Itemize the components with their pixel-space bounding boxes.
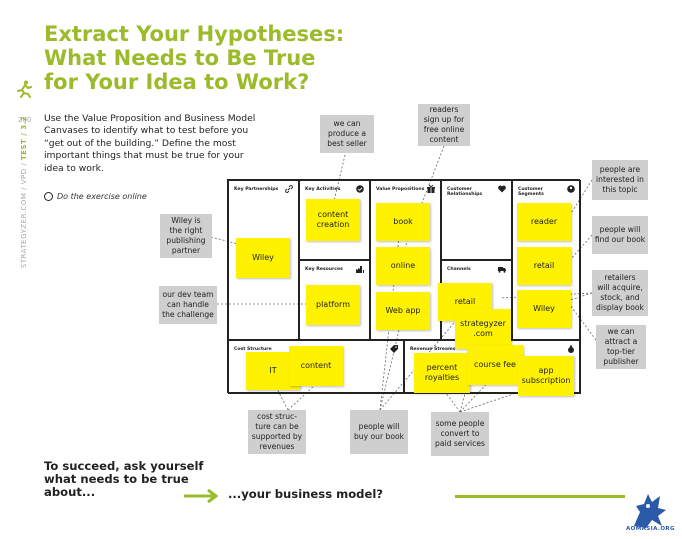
block-label: Value Propositions	[376, 187, 425, 192]
block-customer-segments: Customer Segments	[512, 180, 581, 340]
block-key-resources: Key Resources	[299, 260, 370, 340]
block-cost-structure: Cost Structure	[228, 340, 404, 394]
note-convert[interactable]: some people convert to paid services	[431, 412, 489, 456]
power-icon	[44, 192, 53, 201]
title-line-1: Extract Your Hypotheses:	[44, 22, 345, 46]
sticky-book[interactable]: book	[376, 203, 430, 241]
footer-prompt: To succeed, ask yourself what needs to b…	[44, 459, 204, 499]
note-dev-team[interactable]: our dev team can handle the challenge	[159, 286, 217, 324]
block-label: Key Partnerships	[234, 187, 279, 192]
block-label: Customer Relationships	[447, 187, 483, 197]
note-readers-signup[interactable]: readers sign up for free online content	[418, 104, 470, 146]
checkmark-icon	[356, 185, 364, 193]
title-line-3: for Your Idea to Work?	[44, 70, 310, 94]
block-key-partnerships: Key Partnerships	[228, 180, 299, 340]
footer-question: ...your business model?	[228, 487, 384, 501]
block-label: Channels	[447, 267, 471, 272]
online-exercise-label: Do the exercise online	[57, 192, 147, 201]
sticky-wiley-segment[interactable]: Wiley	[517, 290, 571, 328]
sticky-content[interactable]: content	[289, 346, 343, 386]
note-wiley-partner[interactable]: Wiley is the right publishing partner	[160, 214, 212, 258]
link-icon	[285, 185, 293, 193]
note-find-book[interactable]: people will find our book	[592, 216, 648, 254]
note-interested[interactable]: people are interested in this topic	[592, 160, 648, 200]
heart-icon	[498, 185, 506, 193]
block-label: Key Activities	[305, 187, 341, 192]
running-person-icon	[17, 80, 32, 98]
note-publisher[interactable]: we can attract a top-tier publisher	[596, 325, 646, 369]
griffin-logo-icon	[634, 494, 666, 528]
title-line-2: What Needs to Be True	[44, 46, 316, 70]
sticky-app-subscription[interactable]: app subscription	[518, 356, 574, 396]
sticky-wiley-partner[interactable]: Wiley	[236, 238, 290, 278]
note-retailers[interactable]: retailers will acquire, stock, and displ…	[592, 270, 648, 316]
page-number: 200	[18, 116, 32, 124]
block-label: Revenue Streams	[410, 347, 456, 352]
sticky-platform[interactable]: platform	[306, 285, 360, 325]
block-value-propositions: Value Propositions	[370, 180, 441, 340]
sticky-strategyzer[interactable]: strategyzer .com	[455, 309, 511, 349]
block-key-activities: Key Activities	[299, 180, 370, 260]
footer-divider	[455, 495, 625, 498]
arrow-right-icon	[184, 489, 219, 503]
note-cost-structure[interactable]: cost struc- ture can be supported by rev…	[248, 410, 306, 454]
sticky-reader[interactable]: reader	[517, 203, 571, 241]
tag-icon	[390, 345, 398, 353]
sticky-online[interactable]: online	[376, 247, 430, 285]
sticky-content-creation[interactable]: content creation	[306, 199, 360, 241]
note-buy-book[interactable]: people will buy our book	[350, 410, 408, 454]
logo-text: AOMASIA.ORG	[626, 526, 675, 532]
block-label: Customer Segments	[518, 187, 544, 197]
sticky-retail-segment[interactable]: retail	[517, 247, 571, 285]
block-label: Cost Structure	[234, 347, 272, 352]
person-icon	[567, 185, 575, 193]
money-bag-icon	[568, 345, 574, 353]
block-customer-relationships: Customer Relationships	[441, 180, 512, 260]
sticky-course-fee[interactable]: course fee	[467, 345, 523, 385]
sticky-percent-royalties[interactable]: percent royalties	[414, 353, 470, 393]
online-exercise-link[interactable]: Do the exercise online	[44, 192, 147, 201]
sticky-web-app[interactable]: Web app	[376, 292, 430, 330]
gift-icon	[427, 185, 435, 193]
intro-text: Use the Value Proposition and Business M…	[44, 113, 256, 174]
page-title: Extract Your Hypotheses: What Needs to B…	[44, 22, 384, 94]
block-label: Key Resources	[305, 267, 343, 272]
note-best-seller[interactable]: we can produce a best seller	[320, 115, 374, 153]
truck-icon	[498, 267, 506, 273]
factory-icon	[356, 266, 364, 273]
